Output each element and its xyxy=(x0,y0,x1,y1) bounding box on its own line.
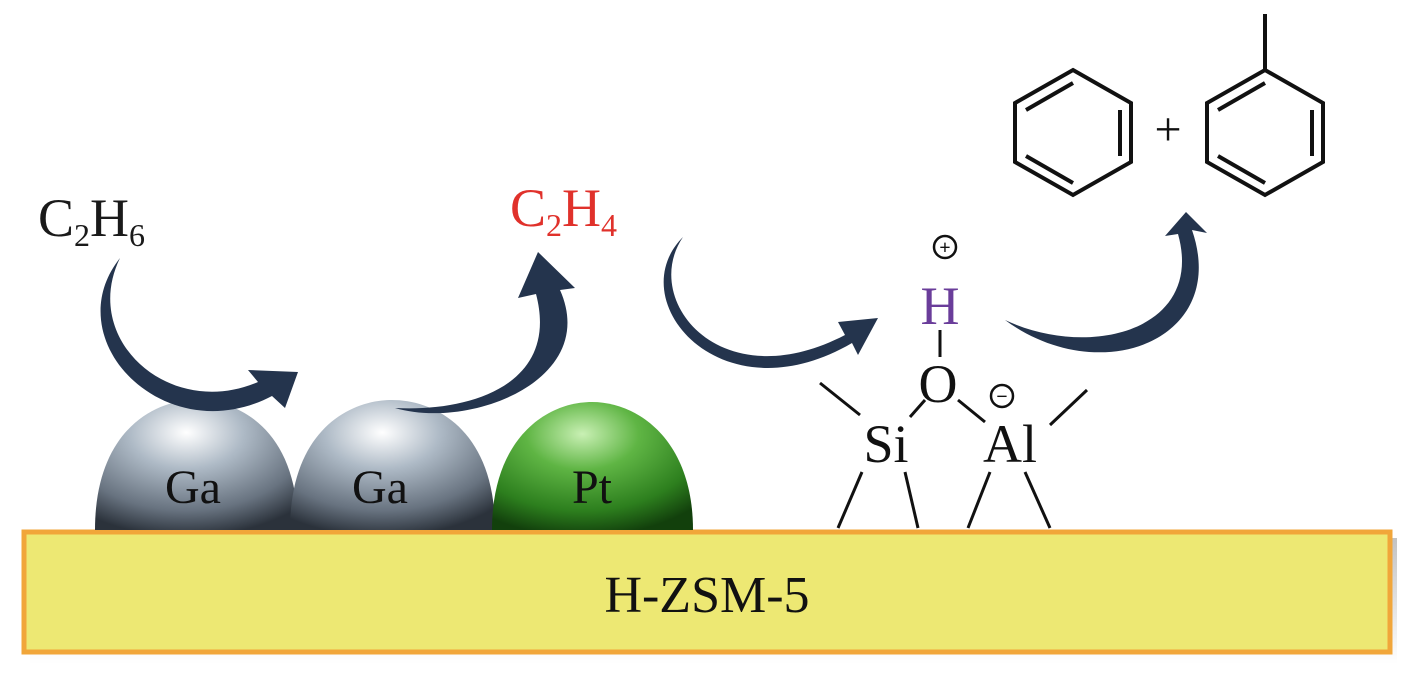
bond-o-al xyxy=(957,398,986,424)
proton-label: H xyxy=(921,276,960,336)
particle-label: Pt xyxy=(572,461,613,514)
bond-si-down-right xyxy=(903,471,920,529)
protonation-arrow xyxy=(663,237,878,368)
oxygen-label: O xyxy=(919,354,958,414)
positive-charge-icon xyxy=(932,234,958,260)
bond-o-si xyxy=(908,399,927,418)
negative-charge-icon xyxy=(989,383,1015,409)
desorption-arrow xyxy=(395,252,575,414)
plus-sign: + xyxy=(1154,103,1181,156)
bond-si-o-terminal xyxy=(819,381,861,417)
positive-charge-sign: + xyxy=(939,237,950,259)
support-label: H-ZSM-5 xyxy=(604,567,809,624)
silicon-label: Si xyxy=(863,414,908,474)
gallium-particle-1: Ga xyxy=(95,400,298,530)
ethylene-formula: C2H4 xyxy=(510,178,617,243)
particle-label: Ga xyxy=(165,461,221,514)
bond-al-terminal xyxy=(1048,388,1089,427)
aluminum-label: Al xyxy=(983,414,1037,474)
ethane-formula: C2H6 xyxy=(38,188,145,253)
bond-si-down-left xyxy=(836,471,864,529)
bronsted-acid-site: + H O Si Al − xyxy=(819,234,1089,529)
platinum-particle: Pt xyxy=(492,402,693,530)
bond-al-down-right xyxy=(1023,471,1052,529)
negative-charge-sign: − xyxy=(996,386,1007,408)
gallium-particle-2: Ga xyxy=(290,400,495,530)
toluene-structure-icon xyxy=(1205,14,1325,198)
benzene-structure-icon xyxy=(1013,67,1133,198)
bond-al-down-left xyxy=(966,471,992,529)
zeolite-support xyxy=(21,529,1393,655)
aromatization-arrow xyxy=(1005,212,1207,353)
adsorption-arrow xyxy=(100,258,298,412)
particle-label: Ga xyxy=(352,461,408,514)
